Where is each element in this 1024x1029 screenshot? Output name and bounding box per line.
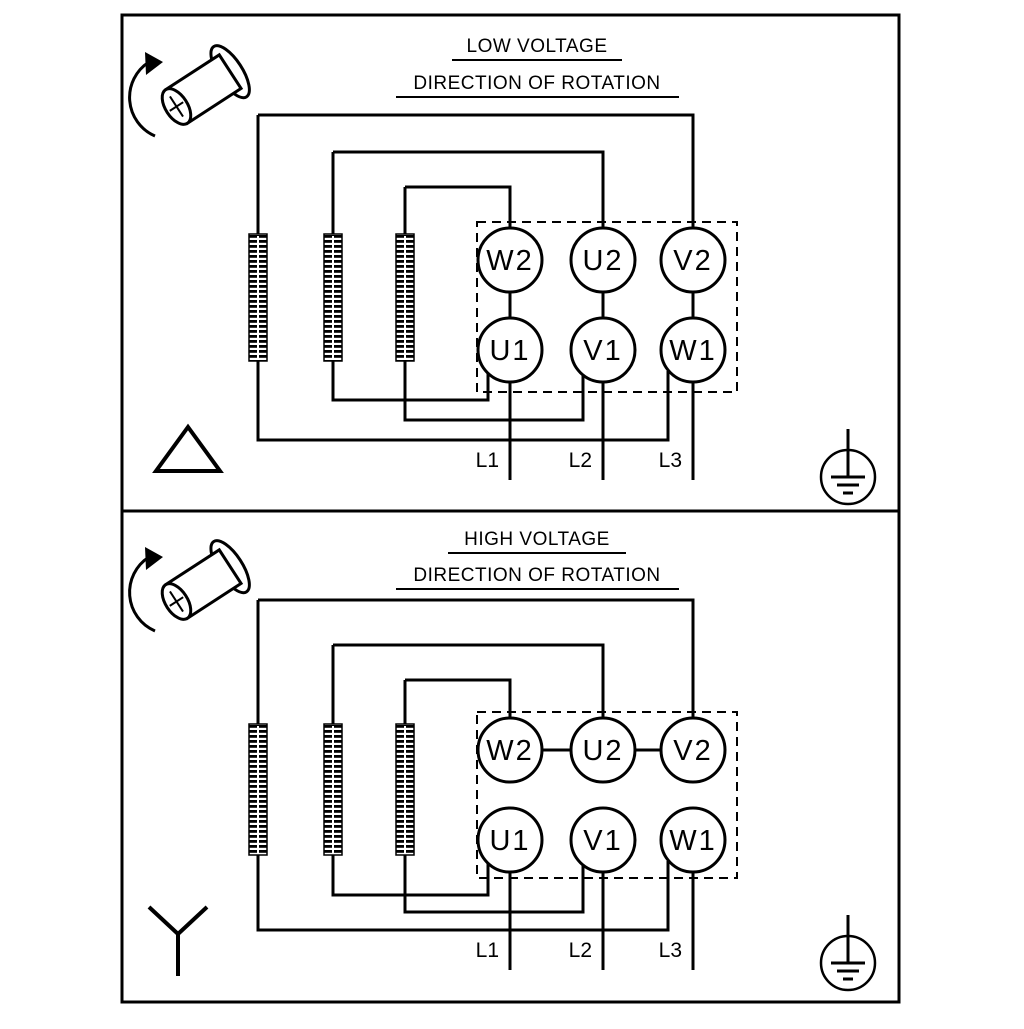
line-label-l3: L3 — [659, 939, 682, 962]
terminal-label: U1 — [489, 335, 530, 367]
line-label-l2: L2 — [569, 939, 592, 962]
terminal-v1 — [569, 806, 637, 874]
terminal-u1 — [476, 316, 544, 384]
terminal-label: U2 — [582, 735, 623, 767]
rotation-direction-icon — [128, 533, 259, 635]
line-label-l1: L1 — [476, 449, 499, 472]
high-voltage-panel: HIGH VOLTAGE DIRECTION OF ROTATION — [128, 529, 877, 992]
star-symbol — [147, 905, 209, 976]
outer-frame — [120, 13, 901, 1004]
stator-windings — [248, 233, 415, 362]
terminals: W2 U2 V2 U1 V1 W1 — [476, 716, 727, 874]
terminal-u2 — [569, 716, 637, 784]
delta-symbol — [152, 423, 224, 473]
terminal-label: W2 — [486, 245, 534, 277]
terminal-u2 — [569, 226, 637, 294]
terminal-u1 — [476, 806, 544, 874]
panel-title: HIGH VOLTAGE — [464, 529, 610, 550]
supply-line-labels: L1 L2 L3 — [476, 449, 682, 472]
terminal-w1 — [659, 806, 727, 874]
terminal-label: V2 — [673, 735, 712, 767]
terminal-label: V1 — [583, 825, 622, 857]
terminal-label: W1 — [669, 335, 717, 367]
terminal-board-outline — [476, 221, 738, 393]
line-label-l2: L2 — [569, 449, 592, 472]
terminal-v2 — [659, 226, 727, 294]
terminals: W2 U2 V2 U1 V1 W1 — [476, 226, 727, 384]
low-voltage-panel: LOW VOLTAGE DIRECTION OF ROTATION — [128, 36, 877, 506]
terminal-board-outline — [476, 711, 738, 879]
terminal-w1 — [659, 316, 727, 384]
panel-subtitle: DIRECTION OF ROTATION — [413, 73, 660, 94]
terminal-label: U1 — [489, 825, 530, 857]
rotation-direction-icon — [128, 38, 259, 140]
panel-title: LOW VOLTAGE — [467, 36, 608, 57]
terminal-label: W2 — [486, 735, 534, 767]
terminal-v1 — [569, 316, 637, 384]
ground-icon — [819, 913, 877, 992]
supply-line-labels: L1 L2 L3 — [476, 939, 682, 962]
terminal-label: U2 — [582, 245, 623, 277]
terminal-label: V1 — [583, 335, 622, 367]
stator-windings — [248, 723, 415, 856]
terminal-v2 — [659, 716, 727, 784]
line-label-l3: L3 — [659, 449, 682, 472]
panel-subtitle: DIRECTION OF ROTATION — [413, 565, 660, 586]
line-label-l1: L1 — [476, 939, 499, 962]
terminal-w2 — [476, 226, 544, 294]
terminal-label: W1 — [669, 825, 717, 857]
ground-icon — [819, 427, 877, 506]
terminal-label: V2 — [673, 245, 712, 277]
terminal-w2 — [476, 716, 544, 784]
